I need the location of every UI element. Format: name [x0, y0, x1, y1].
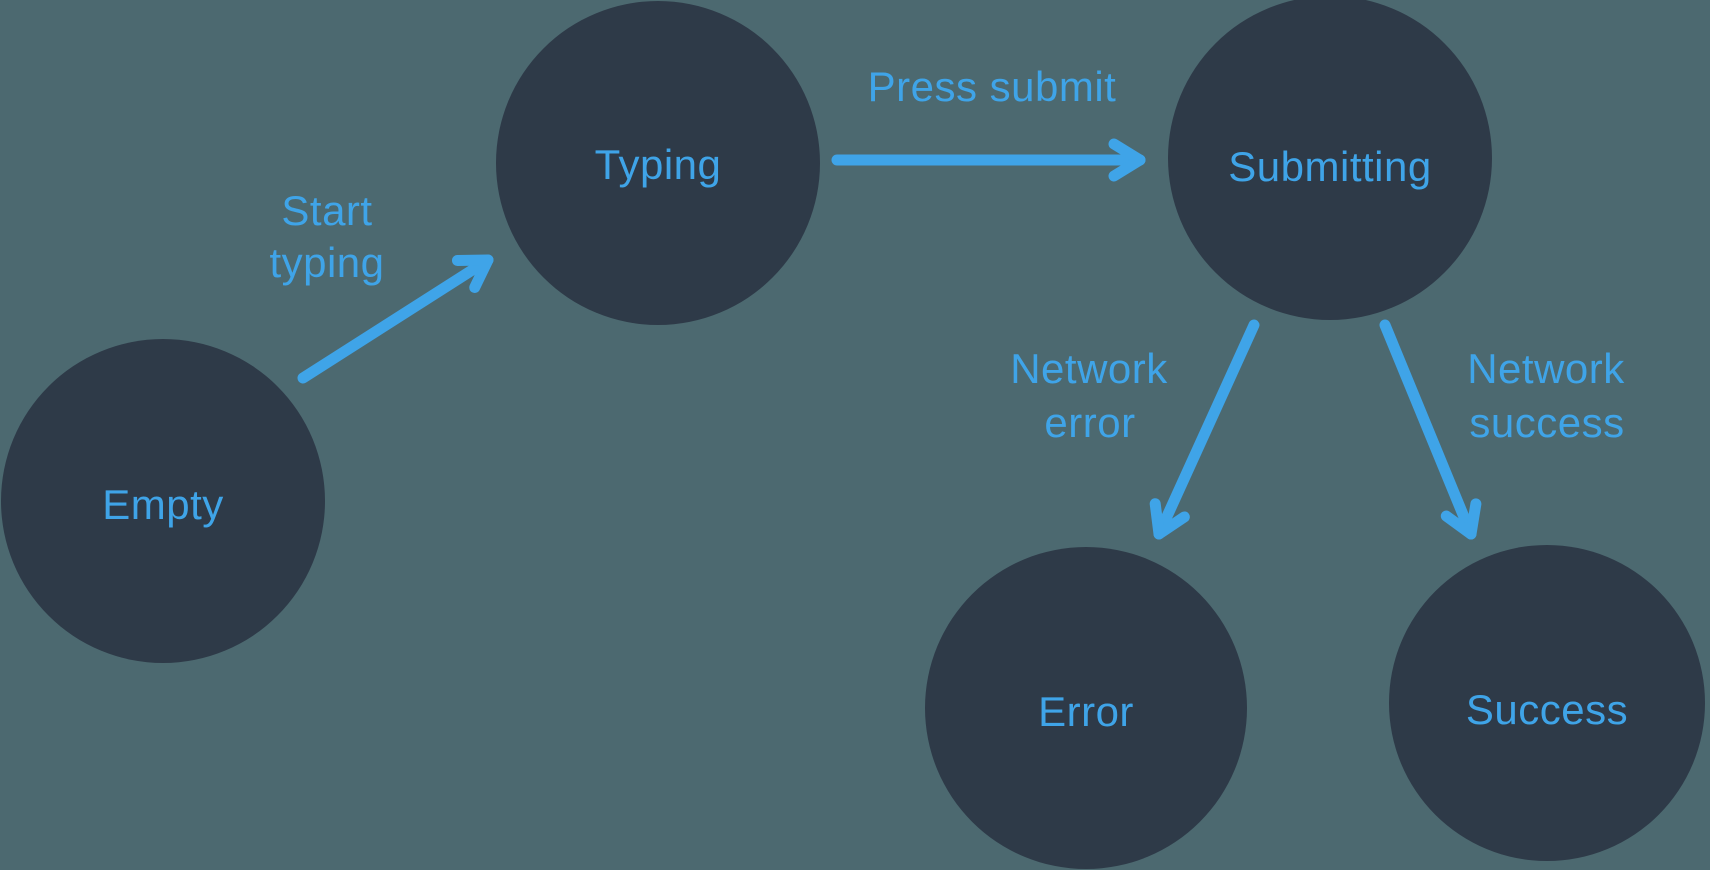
edge-press-submit: Press submit — [831, 63, 1146, 182]
state-label-typing: Typing — [595, 141, 722, 188]
state-circle-submitting — [1168, 0, 1492, 320]
state-label-success: Success — [1466, 686, 1628, 733]
edge-label-network-success-line1: Network — [1467, 345, 1625, 392]
edge-label-network-success-line2: success — [1469, 399, 1624, 446]
state-circle-empty — [1, 339, 325, 663]
edge-label-network-error-line1: Network — [1010, 345, 1168, 392]
edge-label-network-error-line2: error — [1044, 399, 1135, 446]
arrow-start-typing-icon — [297, 254, 494, 384]
edge-label-start-typing-line1: Start — [281, 187, 372, 234]
state-label-submitting: Submitting — [1228, 143, 1431, 190]
edge-network-success: Network success — [1379, 319, 1625, 540]
state-label-error: Error — [1038, 688, 1134, 735]
state-label-empty: Empty — [102, 481, 224, 528]
arrow-network-success-icon — [1379, 319, 1482, 540]
state-node-submitting: Submitting — [1168, 0, 1492, 320]
state-node-empty: Empty — [1, 339, 325, 663]
edge-network-error: Network error — [1010, 319, 1260, 540]
state-node-success: Success — [1389, 545, 1705, 861]
state-node-error: Error — [925, 547, 1247, 869]
state-circle-typing — [496, 1, 820, 325]
state-node-typing: Typing — [496, 1, 820, 325]
edge-start-typing: Start typing — [269, 187, 494, 384]
edge-label-press-submit: Press submit — [868, 63, 1117, 110]
state-circle-success — [1389, 545, 1705, 861]
edge-label-start-typing-line2: typing — [269, 239, 384, 286]
state-circle-error — [925, 547, 1247, 869]
arrow-network-error-icon — [1149, 319, 1260, 540]
